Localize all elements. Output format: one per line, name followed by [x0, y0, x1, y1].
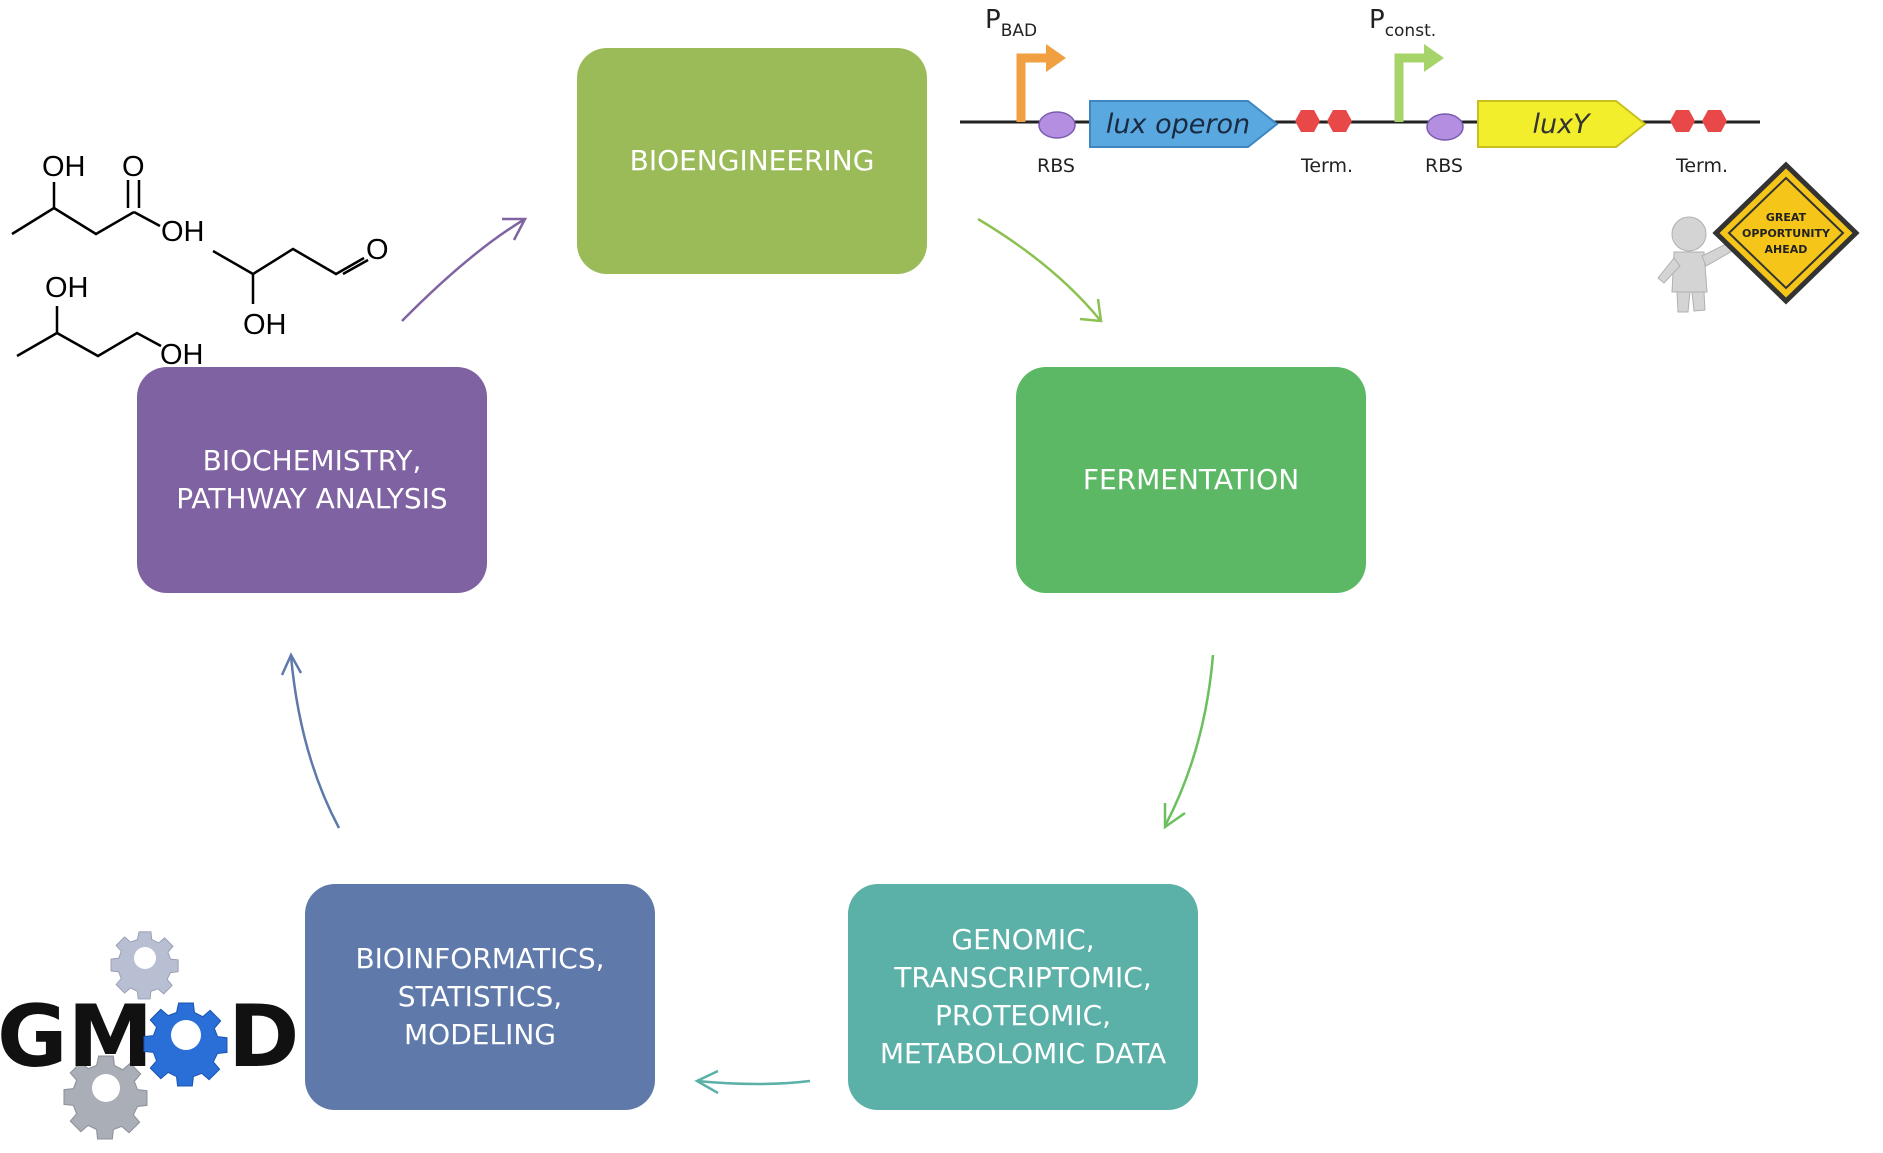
arrowhead-green-2 — [1163, 803, 1186, 830]
warning-sign — [1712, 161, 1860, 305]
gmod-logo-right: D — [228, 987, 299, 1087]
molecule-structures — [11, 180, 369, 358]
promoter-bad-label: PBAD — [985, 5, 1037, 41]
butanediol — [16, 331, 162, 358]
stage-omics-data: GENOMIC, TRANSCRIPTOMIC, PROTEOMIC, META… — [848, 884, 1198, 1110]
o-label: O — [366, 234, 389, 266]
stage-label: BIOINFORMATICS, STATISTICS, MODELING — [355, 942, 605, 1051]
genetic-construct: PBAD Pconst. lux operon luxY RBS RBS Ter… — [960, 5, 1760, 177]
oh-label: OH — [160, 339, 204, 371]
opportunity-sign-illustration: GREAT OPPORTUNITY AHEAD — [1630, 161, 1883, 337]
sign-text-line2: OPPORTUNITY — [1742, 227, 1831, 240]
stage-bioinformatics: BIOINFORMATICS, STATISTICS, MODELING — [305, 884, 655, 1110]
arrowhead-purple — [502, 217, 528, 241]
figure-person — [1657, 216, 1735, 313]
arrowhead-blue — [280, 652, 303, 676]
oh-label: OH — [42, 151, 86, 183]
promoter-bad-arrow — [1016, 53, 1048, 122]
promoter-const-arrow — [1394, 53, 1426, 122]
arrow-bioengineering-to-fermentation — [977, 217, 1101, 321]
lux-operon-label: lux operon — [1106, 109, 1250, 140]
cycle-arrows — [280, 217, 1215, 1095]
stage-bioengineering: BIOENGINEERING — [577, 48, 927, 274]
arrowhead-green-1 — [1079, 298, 1103, 323]
oh-label: OH — [45, 272, 89, 304]
lux-operon-gene — [1089, 100, 1279, 148]
oh-label: OH — [243, 309, 287, 341]
stage-label: GENOMIC, TRANSCRIPTOMIC, PROTEOMIC, META… — [879, 923, 1167, 1070]
sign-text-line3: AHEAD — [1765, 243, 1808, 256]
term-label: Term. — [1300, 155, 1353, 177]
stage-fermentation: FERMENTATION — [1016, 367, 1366, 593]
luxy-gene — [1477, 100, 1647, 148]
arrowhead-teal — [694, 1069, 719, 1095]
term-label: Term. — [1675, 155, 1728, 177]
stage-label: BIOCHEMISTRY, PATHWAY ANALYSIS — [176, 444, 448, 515]
molecule-labels: OH O OH O OH OH OH — [42, 151, 389, 371]
stage-label: BIOENGINEERING — [629, 144, 875, 177]
stage-biochemistry: BIOCHEMISTRY, PATHWAY ANALYSIS — [137, 367, 487, 593]
rbs-label: RBS — [1425, 155, 1463, 177]
promoter-const-label: Pconst. — [1369, 5, 1436, 41]
stage-label: FERMENTATION — [1082, 463, 1300, 496]
arrow-biochemistry-to-bioengineering — [401, 217, 526, 322]
o-label: O — [122, 151, 145, 183]
oh-label: OH — [161, 216, 205, 248]
gmod-logo-left: GM — [0, 987, 153, 1087]
rbs-shape — [1038, 111, 1076, 139]
hydroxybutanal — [212, 247, 365, 276]
arrow-omics-to-bioinformatics — [696, 1079, 811, 1086]
terminator-2 — [1670, 110, 1727, 132]
gmod-logo: GM D — [0, 931, 299, 1140]
sign-text-line1: GREAT — [1766, 211, 1807, 224]
luxy-label: luxY — [1532, 109, 1592, 140]
rbs-label: RBS — [1037, 155, 1075, 177]
arrow-bioinformatics-to-biochemistry — [289, 655, 341, 829]
hydroxybutyric-acid — [11, 206, 135, 236]
rbs-shape — [1426, 113, 1464, 141]
terminator-1 — [1295, 110, 1352, 132]
arrow-fermentation-to-omics — [1163, 654, 1215, 827]
